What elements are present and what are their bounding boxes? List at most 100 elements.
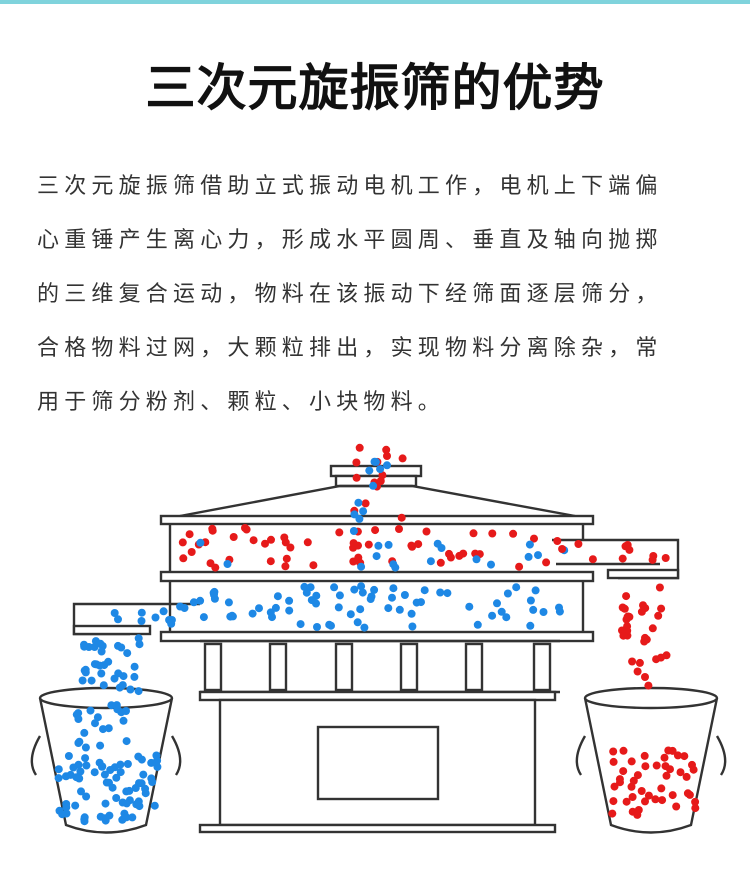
particle-feed-red [376, 477, 385, 485]
particle-fall-blue [119, 716, 128, 725]
particle-fall-blue [97, 669, 106, 678]
particle-lower-blue [497, 607, 506, 616]
particle-upper-blue [374, 541, 383, 550]
particle-upper-red [414, 540, 423, 549]
particle-lower-blue [335, 591, 344, 600]
particle-lower-blue [408, 622, 417, 631]
particle-upper-red [241, 524, 249, 532]
particle-upper-red [469, 529, 478, 538]
particle-upper-red [395, 525, 403, 533]
particle-bucket-blue [105, 811, 114, 820]
particle-chute-blue [114, 615, 122, 624]
particle-lower-blue [313, 623, 321, 631]
particle-lower-blue [388, 593, 396, 602]
particle-upper-red [371, 526, 380, 535]
particle-lower-blue [395, 605, 404, 614]
particle-bucket-blue [76, 767, 85, 776]
description-line-4: 合格物料过网，大颗粒排出，实现物料分离除杂，常 [37, 336, 663, 361]
particle-upper-red [179, 554, 188, 563]
particle-bucket-red [619, 746, 628, 755]
particle-fall-blue [87, 676, 96, 685]
motor-access-panel [316, 725, 440, 801]
particle-bucket-blue [80, 817, 89, 826]
particle-bucket-red [616, 778, 624, 787]
particle-bucket-blue [101, 799, 110, 808]
spring-columns [203, 642, 552, 692]
particle-upper-red [408, 542, 417, 551]
particle-bucket-red [672, 802, 681, 811]
particle-feed-blue [354, 498, 363, 507]
particle-fall-blue [91, 637, 100, 646]
particle-fall-blue [130, 672, 139, 681]
particle-lower-blue [285, 606, 294, 615]
particle-lower-blue [358, 588, 367, 597]
particle-bucket-blue [77, 787, 85, 796]
particle-feed-red [352, 458, 361, 467]
particle-lower-blue [210, 587, 219, 596]
vibrating-screen-illustration [30, 443, 727, 834]
particle-upper-red [542, 558, 551, 567]
particle-lower-blue [531, 586, 540, 595]
particle-lower-blue [555, 607, 564, 616]
page-title: 三次元旋振筛的优势 [145, 59, 605, 117]
fine-outlet-lip [72, 624, 152, 636]
particle-bucket-red [691, 804, 700, 813]
particle-fall-blue [107, 701, 116, 710]
particle-upper-blue [433, 539, 442, 548]
particle-bucket-red [629, 776, 638, 785]
particle-chute-red [574, 540, 583, 548]
particle-lower-blue [296, 620, 305, 629]
particle-lower-blue [473, 620, 482, 629]
particle-bucket-blue [81, 754, 90, 763]
particle-bucket-blue [152, 751, 161, 760]
particle-bucket-red [668, 791, 677, 800]
particle-feed-red [398, 454, 407, 463]
particle-upper-red [261, 539, 269, 548]
particle-upper-red [530, 534, 538, 543]
particle-bucket-blue [122, 787, 131, 796]
particle-bucket-blue [82, 761, 91, 770]
particle-fall-red [633, 667, 642, 676]
particle-fall-red [628, 657, 637, 666]
particle-fall-blue [119, 672, 128, 681]
particle-upper-red [509, 529, 518, 538]
particle-fall-blue [126, 685, 135, 694]
particle-fall-blue [81, 668, 90, 677]
particle-fall-blue [130, 662, 139, 671]
particle-upper-red [206, 559, 215, 568]
particle-lower-blue [334, 603, 343, 612]
particle-bucket-blue [116, 768, 125, 777]
particle-fall-red [644, 681, 653, 690]
particle-fall-red [654, 611, 663, 620]
particle-bucket-blue [122, 799, 131, 808]
particle-bucket-red [651, 795, 660, 804]
particle-fall-blue [134, 634, 143, 643]
description-text: 三次元旋振筛借助立式振动电机工作，电机上下端偏 心重锤产生离心力，形成水平圆周、… [37, 160, 717, 430]
particle-upper-red [436, 558, 445, 567]
particle-lower-blue [353, 618, 362, 627]
particle-feed-blue [371, 457, 380, 466]
particle-bucket-red [660, 753, 669, 762]
particle-bucket-blue [54, 774, 63, 783]
particle-feed-red [397, 513, 406, 522]
coarse-bucket-rim [583, 686, 719, 710]
particle-lower-blue [210, 594, 219, 603]
particle-feed-blue [365, 466, 374, 475]
particle-bucket-red [658, 796, 667, 805]
particle-upper-red [553, 537, 562, 545]
coarse-bucket-right-handle [715, 735, 727, 776]
particle-fall-red [635, 658, 644, 667]
particle-lower-blue [189, 598, 198, 607]
particle-upper-red [208, 526, 217, 535]
particle-lower-blue [529, 605, 538, 614]
particle-bucket-red [640, 751, 649, 760]
particle-fall-red [623, 612, 632, 621]
particle-chute-red [558, 545, 567, 553]
particle-feed-red [382, 445, 391, 454]
particle-bucket-blue [137, 779, 146, 788]
particle-lower-blue [443, 589, 452, 598]
particle-lower-blue [503, 589, 512, 598]
particle-lower-blue [360, 623, 369, 632]
particle-bucket-red [608, 809, 617, 818]
particle-bucket-red [673, 751, 682, 760]
